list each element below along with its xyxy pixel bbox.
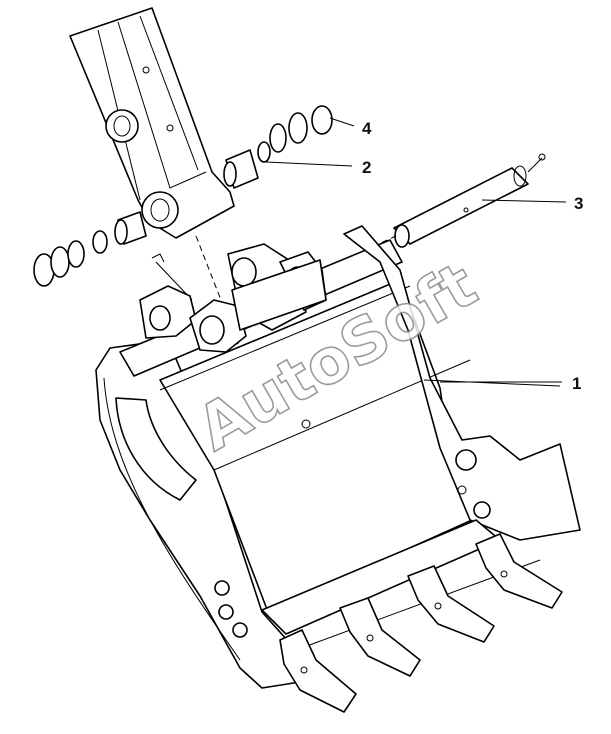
callout-1: 1 — [440, 374, 581, 393]
callout-label-4: 4 — [362, 119, 372, 138]
callout-label-3: 3 — [574, 194, 583, 213]
tooth — [279, 629, 357, 713]
right-bushing-set — [223, 105, 333, 189]
bucket-teeth — [279, 533, 563, 713]
pin — [393, 153, 546, 248]
tooth — [475, 533, 563, 609]
callout-label-1: 1 — [572, 374, 581, 393]
arm-link — [69, 7, 235, 239]
callout-4: 4 — [329, 117, 372, 138]
left-bushing-set — [33, 211, 147, 287]
callout-3: 3 — [481, 194, 583, 213]
side-bolts — [214, 580, 248, 638]
callout-2: 2 — [265, 158, 371, 177]
callout-label-2: 2 — [362, 158, 371, 177]
tooth — [339, 597, 421, 677]
bucket-mounting-ears — [139, 243, 327, 353]
tooth — [407, 565, 495, 643]
bucket-body — [95, 225, 581, 689]
